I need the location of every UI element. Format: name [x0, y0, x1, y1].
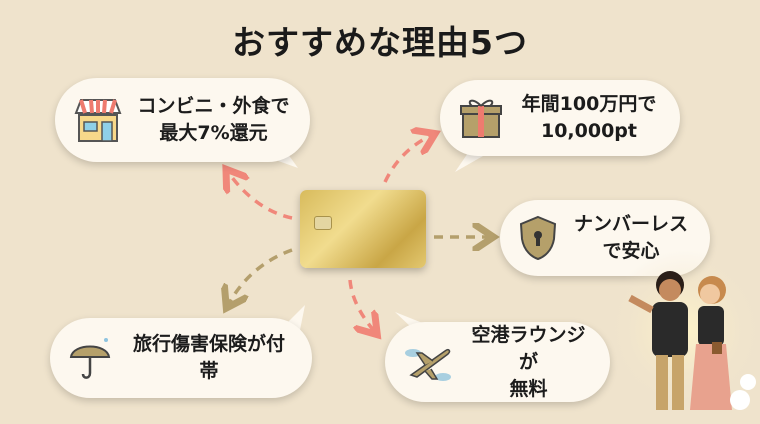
reason-5-line1: 空港ラウンジが	[471, 323, 586, 373]
reason-bubble-convenience: コンビニ・外食で最大7%還元	[55, 78, 310, 162]
reason-bubble-insurance: 旅行傷害保険が付帯	[50, 318, 312, 398]
reason-1-line2: 最大7%還元	[159, 122, 268, 144]
reason-2-line2: 10,000pt	[540, 120, 637, 142]
arrow-to-airplane	[348, 279, 375, 332]
store-icon	[74, 99, 122, 142]
shield-lock-icon	[519, 215, 557, 261]
reason-3-line1: ナンバーレス	[573, 213, 688, 235]
reason-4-line1: 旅行傷害保険が付帯	[132, 333, 285, 382]
chip-icon	[314, 216, 332, 230]
couple-illustration	[605, 250, 760, 410]
arrow-to-store	[228, 172, 293, 220]
arrow-to-umbrella	[228, 248, 293, 305]
umbrella-icon	[69, 338, 111, 379]
reason-5-line2: 無料	[509, 377, 548, 400]
reason-bubble-lounge: 空港ラウンジが無料	[385, 322, 610, 402]
airplane-icon	[405, 349, 451, 381]
reason-3-line2: で安心	[602, 240, 660, 262]
gold-credit-card	[300, 190, 426, 268]
reason-2-line1: 年間100万円で	[521, 93, 657, 115]
gift-icon	[460, 99, 502, 138]
arrow-to-gift	[383, 135, 432, 183]
reason-1-line1: コンビニ・外食で	[137, 95, 290, 117]
reason-bubble-points: 年間100万円で 10,000pt	[440, 80, 680, 156]
page-title: おすすめな理由5つ	[232, 23, 528, 62]
